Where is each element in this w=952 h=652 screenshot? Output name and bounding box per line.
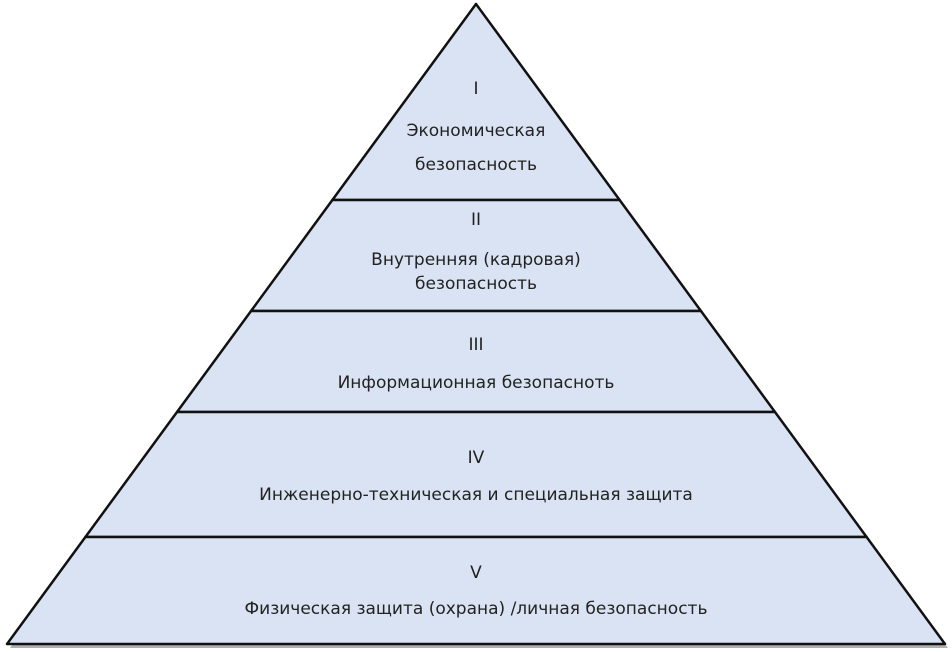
level-5-label: V Физическая защита (охрана) /личная без… bbox=[0, 558, 952, 624]
level-1-text-line-1: Экономическая bbox=[406, 121, 546, 141]
level-1-text-line-2: безопасность bbox=[414, 155, 538, 175]
level-5-numeral: V bbox=[470, 563, 482, 583]
level-2-numeral: II bbox=[470, 210, 482, 230]
level-4-numeral: IV bbox=[467, 448, 485, 468]
level-2-label: II Внутренняя (кадровая) безопасность bbox=[0, 205, 952, 295]
level-2-text-line-1: Внутренняя (кадровая) bbox=[371, 250, 581, 270]
level-3-text-line-1: Информационная безопасноть bbox=[337, 373, 615, 393]
level-1-label: I Экономическая безопасность bbox=[0, 74, 952, 180]
level-4-text-line-1: Инженерно-техническая и специальная защи… bbox=[259, 485, 693, 505]
level-2-text-line-2: безопасность bbox=[414, 274, 538, 294]
level-3-label: III Информационная безопасноть bbox=[0, 330, 952, 398]
level-5-text-line-1: Физическая защита (охрана) /личная безоп… bbox=[244, 599, 708, 619]
level-3-numeral: III bbox=[468, 335, 484, 355]
level-1-numeral: I bbox=[473, 79, 479, 99]
level-4-label: IV Инженерно-техническая и специальная з… bbox=[0, 443, 952, 510]
pyramid-level-5 bbox=[5, 535, 947, 646]
